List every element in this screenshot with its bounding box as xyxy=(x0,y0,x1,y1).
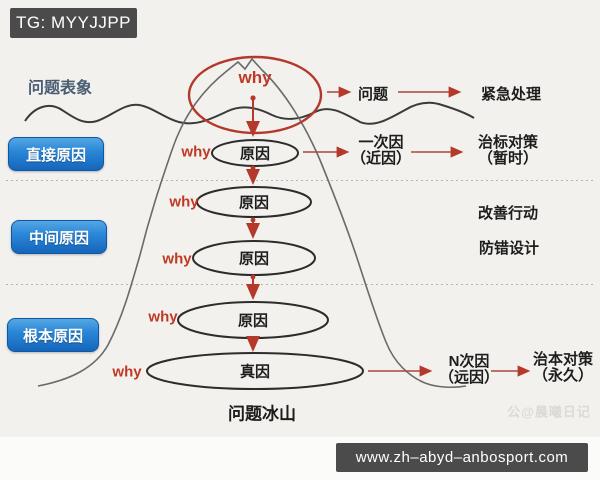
label-permanent-line2: （永久） xyxy=(532,367,594,384)
label-n-cause-line1: N次因 xyxy=(448,353,490,370)
label-direct-cause: 直接原因 xyxy=(8,137,104,171)
water-wave-line xyxy=(24,101,475,125)
url-watermark-text: www.zh–abyd–anbosport.com xyxy=(355,449,569,466)
true-cause-ellipse xyxy=(146,352,364,390)
tg-watermark-badge: TG: MYYJJPP xyxy=(10,8,137,38)
label-permanent-line1: 治本对策 xyxy=(532,351,594,368)
why-label-3: why xyxy=(162,250,192,268)
label-first-cause-line2: （近因） xyxy=(350,150,412,167)
label-error-proof-design: 防错设计 xyxy=(478,240,540,257)
cause-text-3: 原因 xyxy=(238,250,270,268)
label-first-cause-line1: 一次因 xyxy=(358,134,404,151)
label-intermediate-cause-text: 中间原因 xyxy=(28,229,89,247)
label-symptomatic-line1: 治标对策 xyxy=(477,134,539,151)
why-label-5: why xyxy=(112,363,142,381)
label-n-cause: N次因 （远因） xyxy=(439,354,499,386)
label-permanent-countermeasure: 治本对策 （永久） xyxy=(533,352,593,384)
cause-text-2: 原因 xyxy=(238,194,270,212)
true-cause-text: 真因 xyxy=(239,363,271,381)
tg-watermark-text: TG: MYYJJPP xyxy=(15,13,132,32)
label-n-cause-line2: （远因） xyxy=(438,369,500,386)
cause-ellipse-1 xyxy=(211,139,299,167)
cause-ellipse-2 xyxy=(196,186,312,218)
label-root-cause: 根本原因 xyxy=(7,318,99,352)
why-label-4: why xyxy=(148,308,178,326)
label-root-cause-text: 根本原因 xyxy=(22,327,83,345)
label-improvement-action: 改善行动 xyxy=(477,205,539,222)
diagram-title: 问题冰山 xyxy=(228,404,296,424)
cause-text-4: 原因 xyxy=(237,312,269,330)
label-problem-surface: 问题表象 xyxy=(27,80,93,97)
label-problem: 问题 xyxy=(357,86,389,103)
author-watermark: 公@晨曦日记 xyxy=(507,404,591,420)
why-label-2: why xyxy=(169,193,199,211)
why-chain-arrows xyxy=(246,95,260,352)
label-first-cause: 一次因 （近因） xyxy=(351,135,411,167)
why-label-top: why xyxy=(238,68,272,87)
url-watermark-badge: www.zh–abyd–anbosport.com xyxy=(336,443,588,472)
why-label-1: why xyxy=(181,143,211,161)
iceberg-outline xyxy=(37,57,467,389)
label-symptomatic-line2: （暂时） xyxy=(477,150,539,167)
label-urgent-handling: 紧急处理 xyxy=(480,86,542,103)
side-arrows xyxy=(303,86,531,377)
cause-text-1: 原因 xyxy=(239,145,271,163)
label-direct-cause-text: 直接原因 xyxy=(25,146,86,164)
label-symptomatic-countermeasure: 治标对策 （暂时） xyxy=(478,135,538,167)
label-intermediate-cause: 中间原因 xyxy=(11,220,107,254)
